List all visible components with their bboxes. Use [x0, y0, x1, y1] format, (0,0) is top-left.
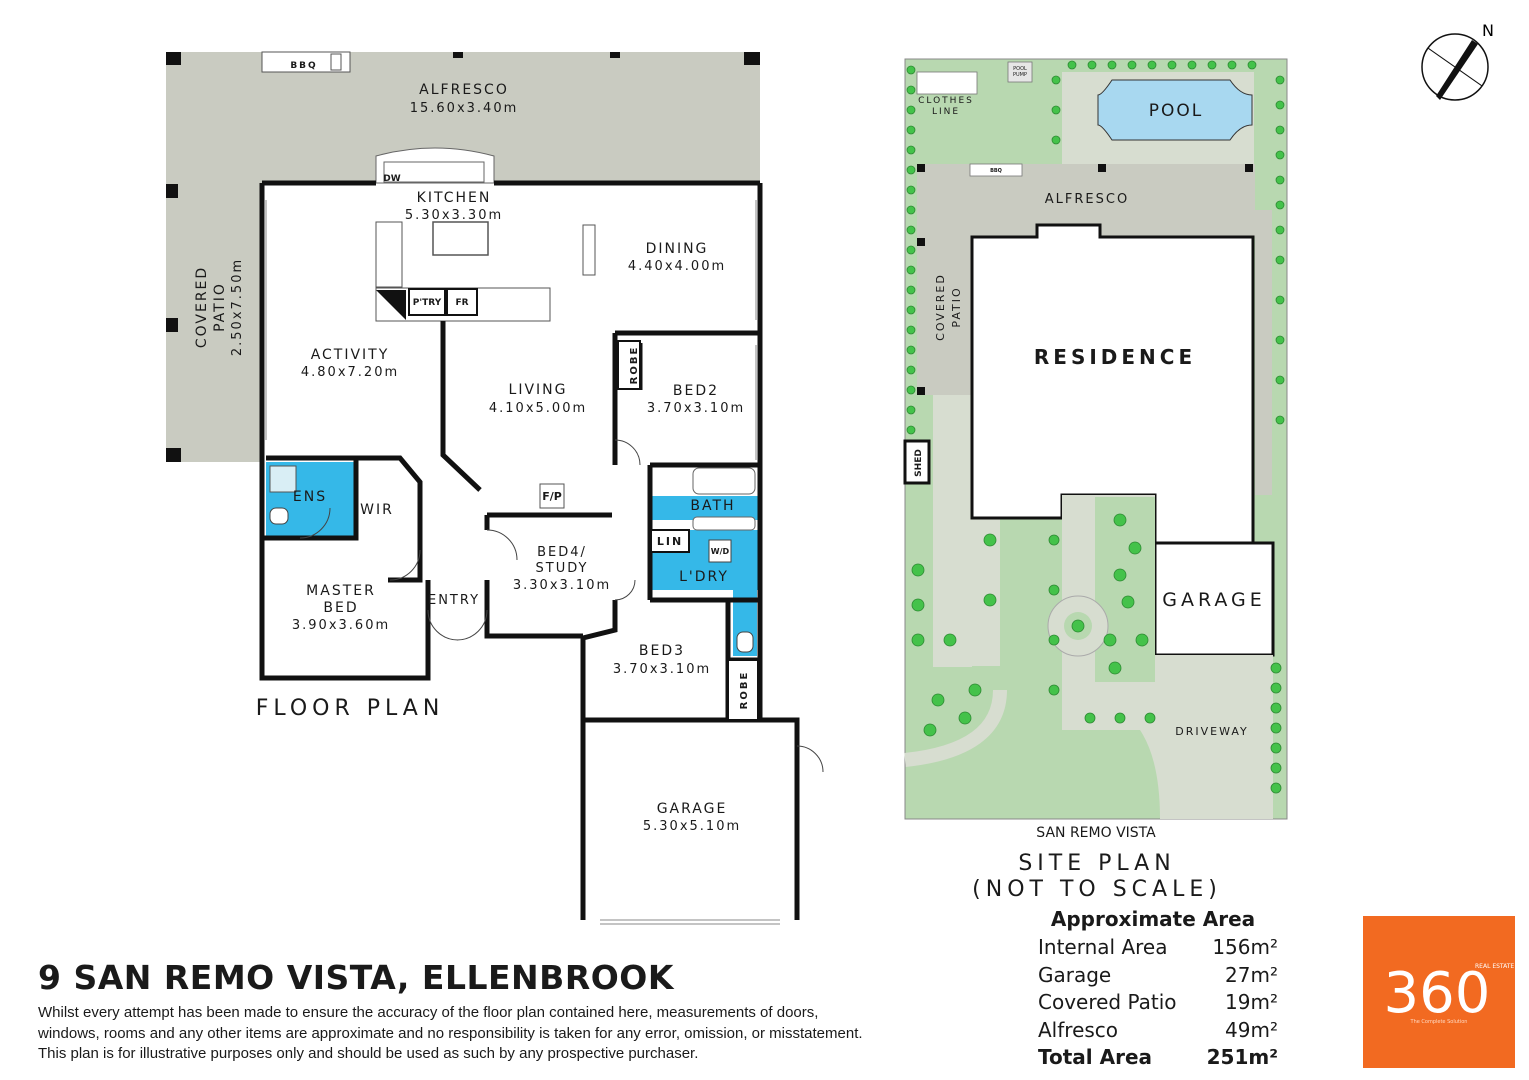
north-label: N — [1482, 21, 1494, 40]
floor-plan: BBQ ALFRESCO 15.60x3.40m DW KITCHEN 5.30… — [166, 51, 824, 925]
master-name1: MASTER — [306, 583, 376, 599]
disclaimer-line-2: windows, rooms and any other items are a… — [38, 1024, 863, 1042]
clothes-line-label1: CLOTHES — [918, 96, 974, 106]
living-name: LIVING — [509, 382, 568, 398]
site-patio-label1: COVERED — [934, 273, 947, 341]
covered-patio-name2: PATIO — [212, 282, 228, 332]
bed4-name1: BED4/ — [537, 545, 587, 560]
bath-wet — [650, 496, 760, 520]
area-label: Alfresco — [1038, 1017, 1119, 1042]
area-total-row: Total Area 251m² — [1038, 1045, 1278, 1073]
dining-size: 4.40x4.00m — [628, 259, 726, 274]
kitchen-size: 5.30x3.30m — [405, 208, 503, 223]
area-label: Garage — [1038, 962, 1112, 987]
bbq-label: BBQ — [290, 61, 317, 71]
disclaimer: Whilst every attempt has been made to en… — [38, 1003, 948, 1065]
covered-patio-size: 2.50x7.50m — [230, 258, 245, 356]
site-plan-heading: SITE PLAN — [1018, 851, 1175, 876]
garage-name: GARAGE — [657, 801, 728, 817]
brand-logo: 360 REAL ESTATE The Complete Solution — [1363, 916, 1515, 1068]
site-plan-subheading: (NOT TO SCALE) — [972, 877, 1222, 902]
activity-name: ACTIVITY — [311, 347, 390, 363]
garage-size: 5.30x5.10m — [643, 819, 741, 834]
bed4-size: 3.30x3.10m — [513, 578, 611, 593]
wir-name: WIR — [360, 502, 394, 518]
site-garage-label: GARAGE — [1162, 589, 1266, 611]
lin-label: LIN — [657, 535, 683, 548]
logo-tag: REAL ESTATE — [1475, 963, 1514, 970]
area-value: 27m² — [1225, 962, 1278, 987]
area-label: Covered Patio — [1038, 990, 1177, 1014]
driveway-label: DRIVEWAY — [1175, 725, 1249, 738]
area-total-label: Total Area — [1038, 1045, 1153, 1069]
area-row: Covered Patio 19m² — [1038, 990, 1278, 1018]
kitchen-name: KITCHEN — [417, 190, 492, 206]
logo-subtag: The Complete Solution — [1410, 1019, 1468, 1025]
disclaimer-line-3: This plan is for illustrative purposes o… — [38, 1045, 699, 1062]
area-value: 156m² — [1212, 935, 1278, 959]
pool-label: POOL — [1149, 101, 1203, 121]
pool-pump-label1: POOL — [1013, 66, 1027, 72]
site-alfresco-label: ALFRESCO — [1045, 192, 1129, 207]
laundry-name: L'DRY — [679, 569, 729, 585]
master-name2: BED — [323, 600, 358, 616]
logo-number: 360 — [1384, 961, 1491, 1026]
street-label: SAN REMO VISTA — [1036, 825, 1156, 841]
site-plan: POOL PUMP CLOTHES LINE POOL BBQ ALFRESCO… — [903, 21, 1494, 902]
wd-label: W/D — [711, 547, 730, 556]
residence-label: RESIDENCE — [1034, 345, 1196, 369]
fridge-label: FR — [455, 298, 468, 308]
alfresco-paving — [166, 52, 760, 462]
property-address: 9 SAN REMO VISTA, ELLENBROOK — [38, 958, 674, 997]
master-size: 3.90x3.60m — [292, 618, 390, 633]
area-row: Alfresco 49m² — [1038, 1018, 1278, 1046]
pool-shape — [1097, 79, 1253, 141]
dw-label: DW — [383, 174, 400, 184]
living-size: 4.10x5.00m — [489, 401, 587, 416]
ens-name: ENS — [293, 489, 327, 505]
alfresco-size: 15.60x3.40m — [410, 101, 519, 116]
pantry-label: P'TRY — [413, 298, 442, 308]
bed4-name2: STUDY — [536, 561, 589, 576]
covered-patio-name1: COVERED — [194, 266, 210, 348]
bed2-name: BED2 — [673, 383, 719, 399]
bed3-name: BED3 — [639, 643, 685, 659]
area-label: Internal Area — [1038, 935, 1168, 959]
area-row: Garage 27m² — [1038, 963, 1278, 991]
bed2-size: 3.70x3.10m — [647, 401, 745, 416]
alfresco-name: ALFRESCO — [419, 82, 509, 98]
area-value: 49m² — [1225, 1017, 1278, 1042]
site-patio-label2: PATIO — [950, 286, 963, 327]
entry-name: ENTRY — [428, 593, 480, 608]
north-arrow-icon: N — [1421, 21, 1494, 101]
robe-label-bed3: ROBE — [739, 671, 750, 710]
bath-name: BATH — [690, 498, 735, 514]
area-value: 19m² — [1225, 990, 1278, 1014]
area-row: Internal Area 156m² — [1038, 935, 1278, 963]
shed-label: SHED — [914, 449, 924, 477]
clothes-line-label2: LINE — [932, 107, 960, 117]
area-total-value: 251m² — [1206, 1045, 1278, 1069]
bed3-size: 3.70x3.10m — [613, 662, 711, 677]
shed — [903, 439, 931, 485]
robe-label-bed2: ROBE — [629, 346, 640, 385]
area-table: Approximate Area Internal Area 156m² Gara… — [1038, 907, 1278, 1073]
dining-name: DINING — [646, 241, 709, 257]
site-garage — [1153, 541, 1275, 657]
activity-size: 4.80x7.20m — [301, 365, 399, 380]
floor-plan-heading: FLOOR PLAN — [256, 696, 445, 721]
fp-label: F/P — [542, 490, 562, 503]
pool-pump-label2: PUMP — [1013, 72, 1027, 78]
area-table-heading: Approximate Area — [1050, 907, 1256, 931]
site-bbq-label: BBQ — [990, 168, 1002, 174]
disclaimer-line-1: Whilst every attempt has been made to en… — [38, 1004, 819, 1021]
